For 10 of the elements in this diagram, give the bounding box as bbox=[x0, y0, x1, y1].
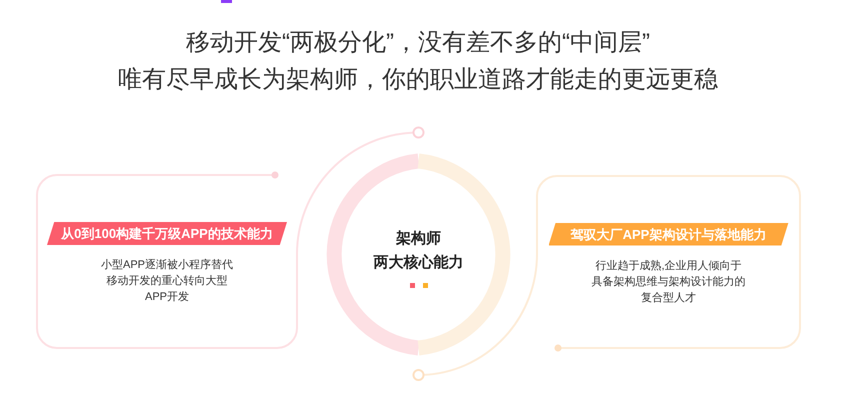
ring-subheading: 两大核心能力 bbox=[374, 252, 464, 272]
title: 移动开发“两极分化”，没有差不多的“中间层” bbox=[186, 28, 650, 58]
title-banner: 从0到100构建千万级APP的技术能力 bbox=[47, 222, 287, 245]
card-description: 小型APP逐渐被小程序替代移动开发的重心转向大型APP开发 bbox=[100, 258, 234, 305]
ring-heading: 架构师 bbox=[396, 228, 441, 248]
info-card bbox=[533, 172, 804, 352]
info-card bbox=[33, 171, 301, 352]
subtitle: 唯有尽早成长为架构师，你的职业道路才能走的更远更稳 bbox=[118, 65, 718, 95]
title-banner: 驾驭大厂APP架构设计与落地能力 bbox=[548, 222, 788, 246]
card-description: 行业趋于成熟,企业用人倾向于具备架构思维与架构设计能力的复合型人才 bbox=[590, 258, 746, 306]
